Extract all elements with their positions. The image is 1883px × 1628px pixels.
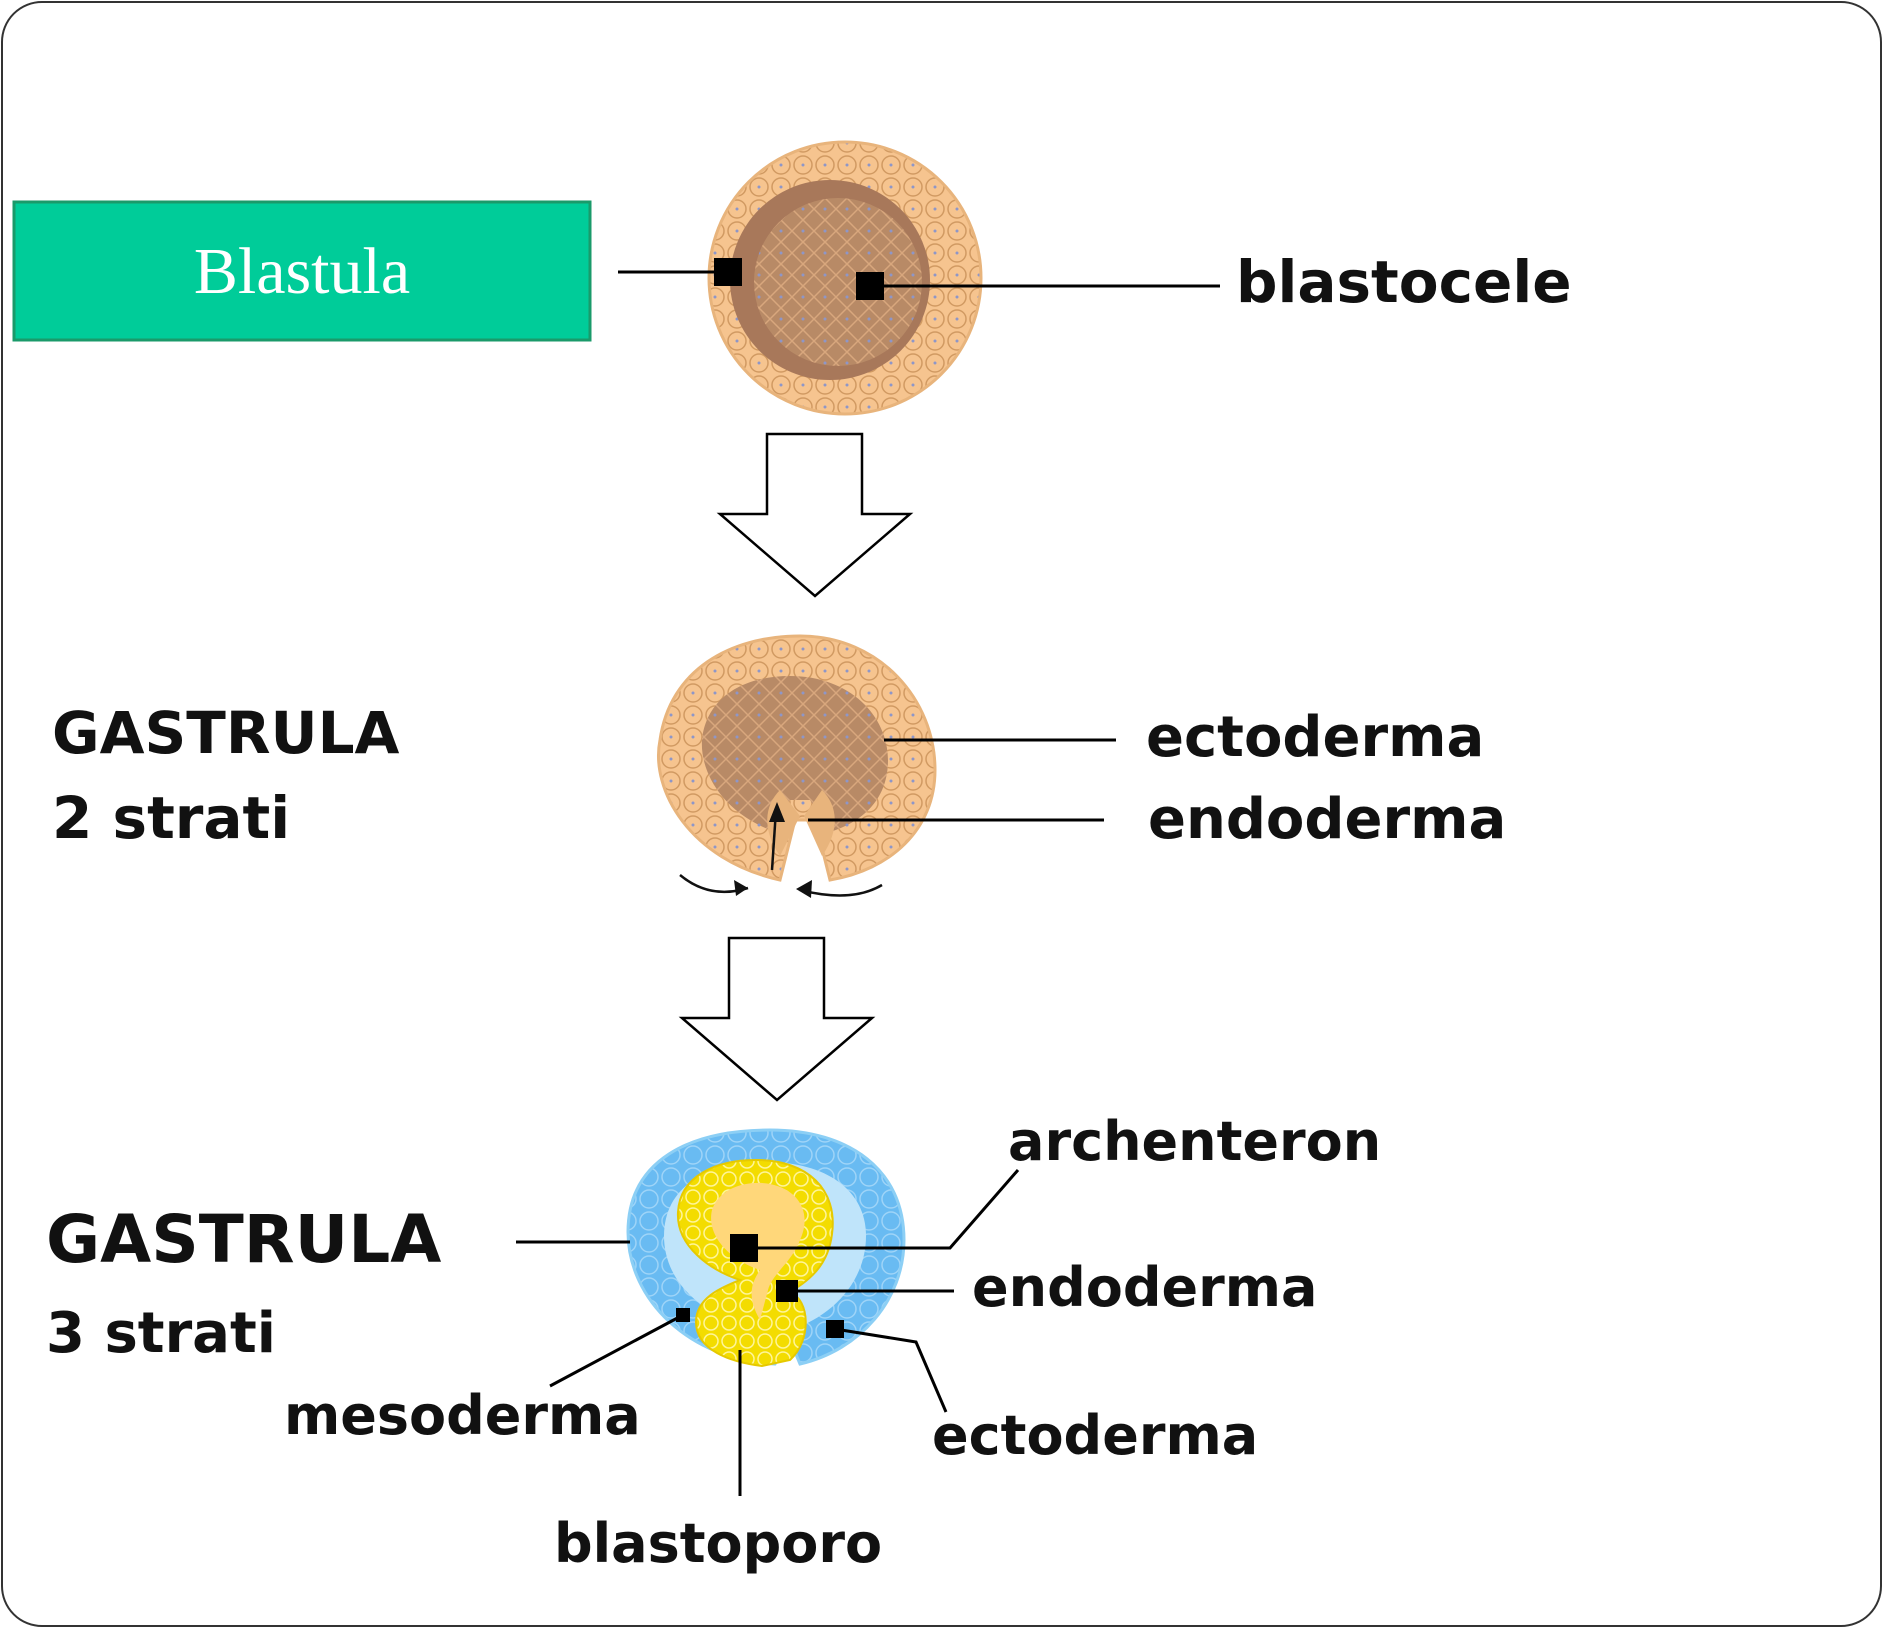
archenteron-label: archenteron: [1008, 1110, 1381, 1173]
gastrula2-subtitle: 2 strati: [52, 784, 290, 852]
gastrula3-subtitle: 3 strati: [46, 1301, 276, 1366]
mesoderm-label: mesoderma: [284, 1384, 641, 1447]
gastrula2-ectoderm-label: ectoderma: [1146, 705, 1484, 770]
gastrula3-endoderm-label: endoderma: [972, 1256, 1317, 1319]
gastrula2-endoderm-label: endoderma: [1148, 787, 1506, 852]
blastula-label: Blastula: [194, 235, 410, 308]
gastrula3-ectoderm-label: ectoderma: [932, 1404, 1258, 1467]
blastula-wall-marker: [714, 258, 742, 286]
blastopore-label: blastoporo: [554, 1512, 882, 1575]
gastrula2-title: GASTRULA: [52, 699, 400, 767]
blastocele-label: blastocele: [1236, 248, 1572, 316]
blastula-illustration: [709, 142, 981, 414]
gastrula3-title: GASTRULA: [46, 1201, 441, 1278]
